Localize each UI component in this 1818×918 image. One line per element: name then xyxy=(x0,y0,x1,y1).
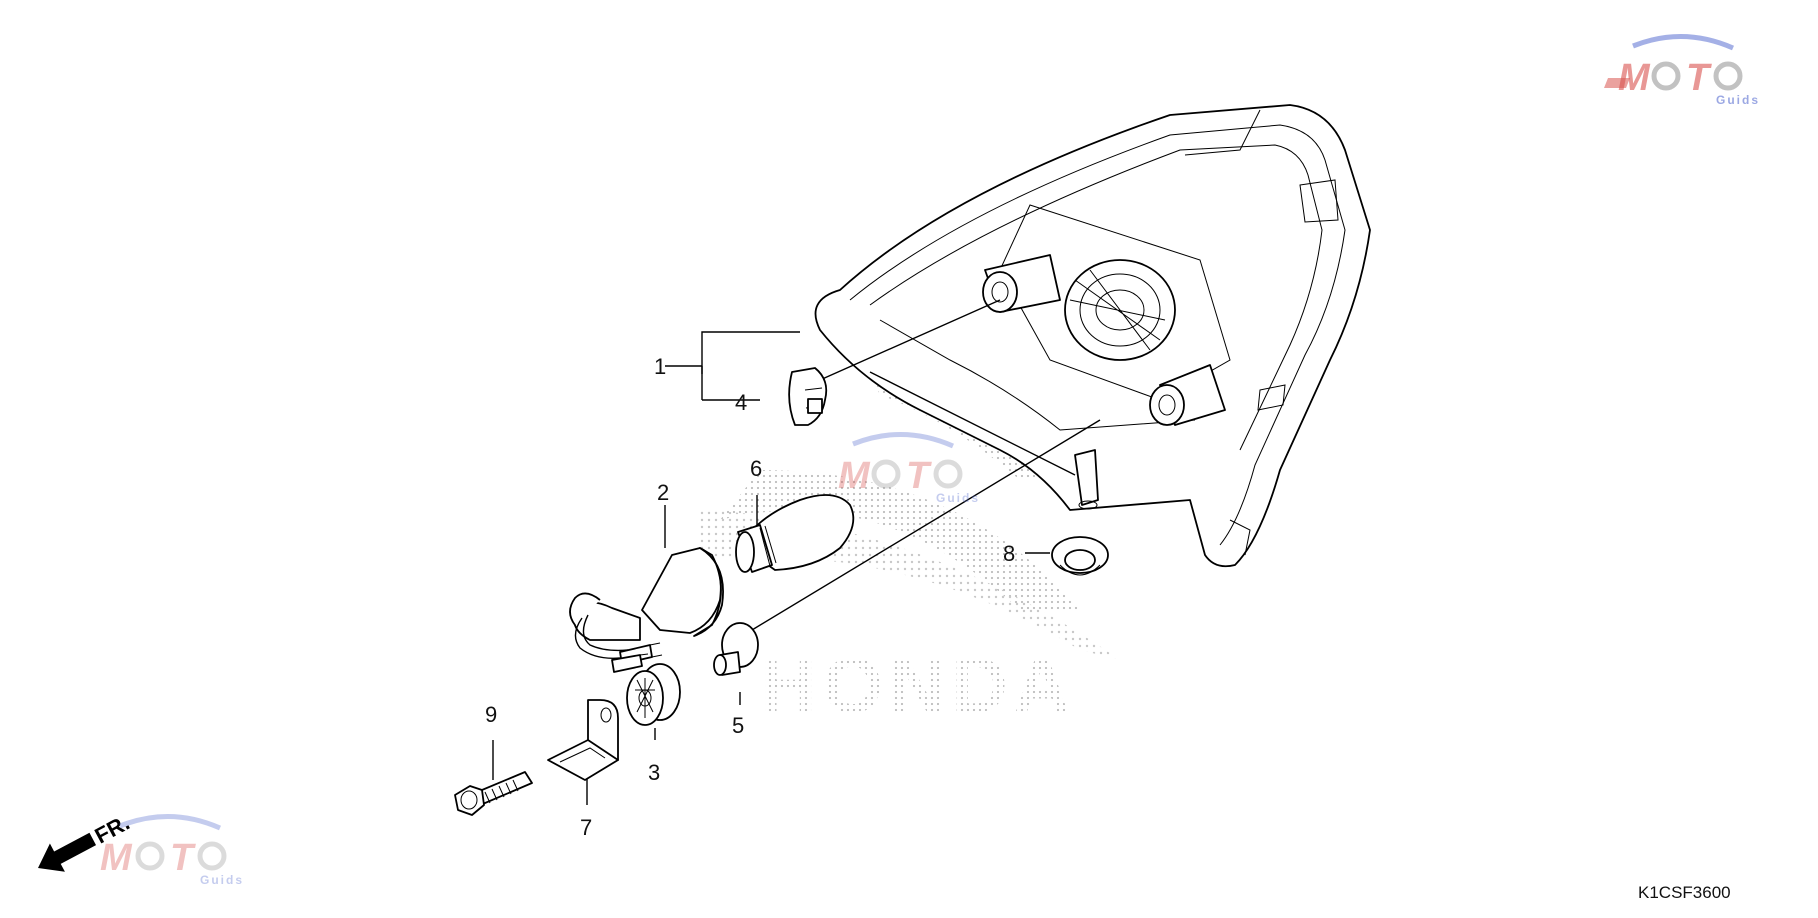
part-label-4: 4 xyxy=(735,390,747,415)
part-label-1: 1 xyxy=(654,354,666,379)
svg-text:Guids: Guids xyxy=(200,873,244,887)
part-label-5: 5 xyxy=(732,713,744,738)
svg-text:Guids: Guids xyxy=(936,491,980,505)
svg-text:T: T xyxy=(170,837,196,879)
leader-lines xyxy=(492,299,1101,805)
svg-text:M: M xyxy=(100,837,133,879)
moto-guids-logo-center: M T Guids xyxy=(838,431,980,505)
part-label-7: 7 xyxy=(580,815,592,840)
svg-text:M: M xyxy=(1618,57,1651,99)
housing-inner-socket xyxy=(982,204,1231,510)
moto-guids-logo-top-right: M T Guids xyxy=(1604,33,1760,107)
honda-brand-text: HONDA xyxy=(760,641,1076,729)
part-5-plug xyxy=(713,622,759,676)
part-label-3: 3 xyxy=(648,760,660,785)
part-label-9: 9 xyxy=(485,702,497,727)
part-9-bolt xyxy=(454,771,533,816)
svg-text:Guids: Guids xyxy=(1716,93,1760,107)
diagram-code: K1CSF3600 xyxy=(1638,883,1731,902)
part-8-grommet xyxy=(1051,536,1109,576)
housing-boss-right xyxy=(1149,364,1226,426)
part-2-socket xyxy=(569,547,724,673)
part-6-bulb xyxy=(735,494,855,573)
housing-boss-left xyxy=(982,254,1061,313)
svg-text:T: T xyxy=(906,455,932,497)
svg-text:T: T xyxy=(1686,57,1712,99)
part-label-6: 6 xyxy=(750,456,762,481)
part-4-cushion xyxy=(788,367,828,426)
part-3-grommet xyxy=(626,663,681,726)
svg-text:M: M xyxy=(838,455,871,497)
part-label-8: 8 xyxy=(1003,541,1015,566)
part-7-bracket xyxy=(547,699,619,781)
part-labels: 1 2 3 4 5 6 7 8 9 xyxy=(485,354,1015,840)
moto-guids-logo-bottom-left: M T Guids xyxy=(100,813,244,887)
part-label-2: 2 xyxy=(657,480,669,505)
